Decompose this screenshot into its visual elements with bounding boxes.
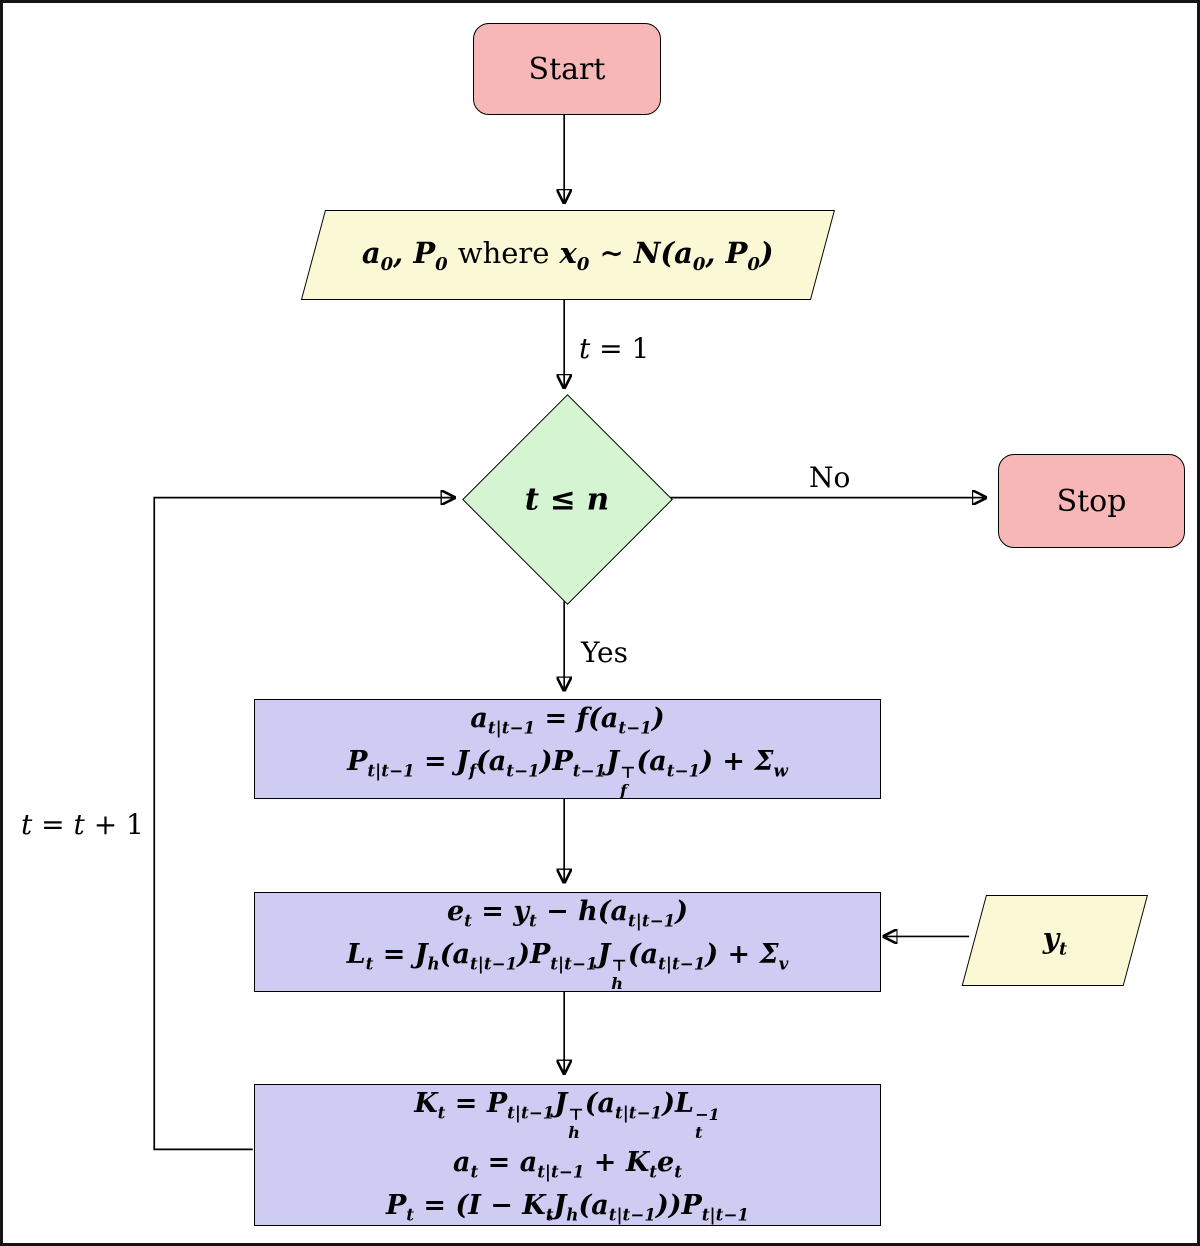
decision-condition: t ≤ n <box>525 481 610 518</box>
flow-edges <box>153 114 1197 1151</box>
edge-label-yes: Yes <box>581 636 628 669</box>
innovation-node: et = yt − h(at|t−1) Lt = Jh(at|t−1)Pt|t−… <box>254 892 881 994</box>
observation-symbol: yt <box>1042 921 1067 960</box>
start-node: Start <box>473 23 661 115</box>
innovation-equation-2: Lt = Jh(at|t−1)Pt|t−1J⊤h(at|t−1) + Σv <box>346 938 789 994</box>
stop-label: Stop <box>1056 483 1127 519</box>
predict-equation-2: Pt|t−1 = Jf(at−1)Pt−1J⊤f(at−1) + Σw <box>347 745 788 801</box>
observation-node: yt <box>961 895 1148 986</box>
update-equation-3: Pt = (I − KtJh(at|t−1))Pt|t−1 <box>385 1189 750 1225</box>
edge-label-t-equals-1: t = 1 <box>579 332 650 365</box>
edge-update-loop-to-decision <box>153 498 453 1151</box>
update-equation-2: at = at|t−1 + Ktet <box>453 1146 682 1182</box>
predict-node: at|t−1 = f(at−1) Pt|t−1 = Jf(at−1)Pt−1J⊤… <box>254 699 881 801</box>
predict-equation-1: at|t−1 = f(at−1) <box>470 702 665 738</box>
init-node: a0, P0 where x0 ∼ N(a0, P0) <box>300 210 835 300</box>
edge-label-no: No <box>809 461 851 494</box>
innovation-equation-1: et = yt − h(at|t−1) <box>446 895 689 931</box>
init-equation: a0, P0 where x0 ∼ N(a0, P0) <box>362 235 774 275</box>
start-label: Start <box>528 51 606 87</box>
edge-label-increment: t = t + 1 <box>21 808 144 841</box>
stop-node: Stop <box>998 454 1185 548</box>
decision-node: t ≤ n <box>462 394 673 605</box>
